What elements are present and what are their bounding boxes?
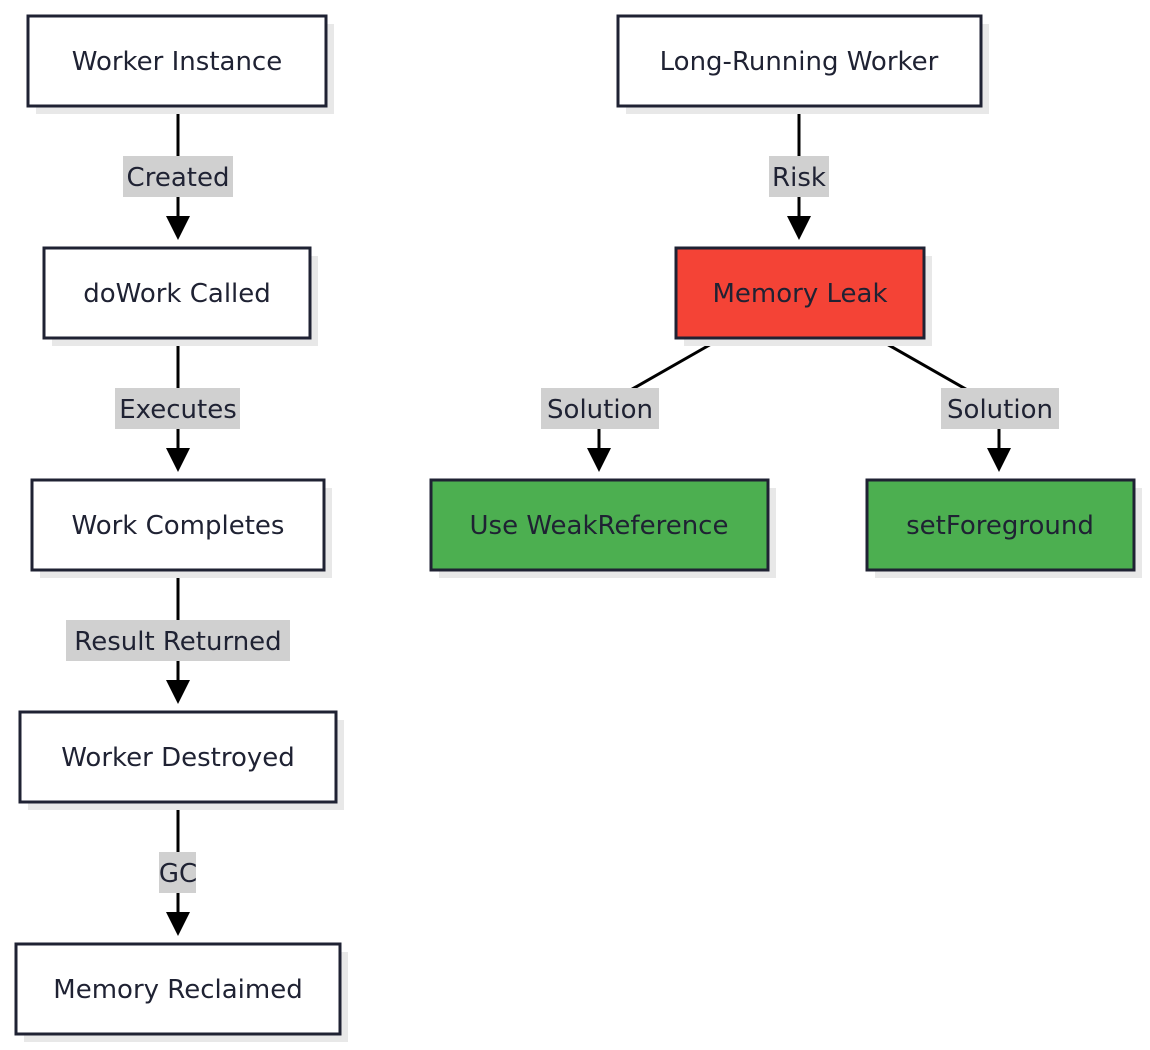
edge-label-solution-right-text: Solution: [947, 395, 1053, 425]
edge-label-solution-left: Solution: [541, 388, 659, 429]
node-worker-instance: Worker Instance: [26, 14, 334, 114]
arrowhead-result-returned: [166, 680, 190, 704]
node-set-foreground: setForeground: [865, 478, 1142, 578]
node-memory-leak-label: Memory Leak: [712, 279, 887, 309]
edge-label-gc-text: GC: [159, 859, 197, 889]
arrowhead-created: [166, 216, 190, 240]
node-worker-instance-label: Worker Instance: [72, 47, 282, 77]
edge-label-created-text: Created: [127, 163, 230, 193]
arrowhead-gc: [166, 912, 190, 936]
arrowhead-executes: [166, 448, 190, 472]
edge-label-created: Created: [123, 156, 233, 197]
arrowhead-solution-right: [987, 448, 1011, 472]
arrowhead-risk: [787, 216, 811, 240]
edge-label-solution-left-text: Solution: [547, 395, 653, 425]
node-dowork-called: doWork Called: [42, 246, 318, 346]
arrowhead-solution-left: [587, 448, 611, 472]
node-work-completes-label: Work Completes: [72, 511, 285, 541]
node-worker-destroyed: Worker Destroyed: [18, 710, 344, 810]
node-long-running-worker: Long-Running Worker: [616, 14, 989, 114]
node-dowork-called-label: doWork Called: [83, 279, 271, 309]
node-memory-reclaimed-label: Memory Reclaimed: [53, 975, 302, 1005]
node-long-running-worker-label: Long-Running Worker: [660, 47, 939, 77]
node-use-weak-reference-label: Use WeakReference: [470, 511, 729, 541]
edge-label-gc: GC: [159, 852, 197, 893]
edge-label-solution-right: Solution: [941, 388, 1059, 429]
edge-label-executes: Executes: [115, 388, 240, 429]
node-set-foreground-label: setForeground: [906, 511, 1094, 541]
node-work-completes: Work Completes: [30, 478, 332, 578]
arrowheads: [166, 216, 1011, 936]
node-use-weak-reference: Use WeakReference: [429, 478, 776, 578]
edge-label-risk-text: Risk: [772, 163, 826, 193]
edge-label-result-returned: Result Returned: [66, 620, 290, 661]
edge-label-executes-text: Executes: [119, 395, 237, 425]
node-memory-leak: Memory Leak: [674, 246, 932, 346]
edge-label-result-returned-text: Result Returned: [74, 627, 281, 657]
node-memory-reclaimed: Memory Reclaimed: [14, 942, 348, 1042]
edge-label-risk: Risk: [769, 156, 829, 197]
node-worker-destroyed-label: Worker Destroyed: [61, 743, 295, 773]
